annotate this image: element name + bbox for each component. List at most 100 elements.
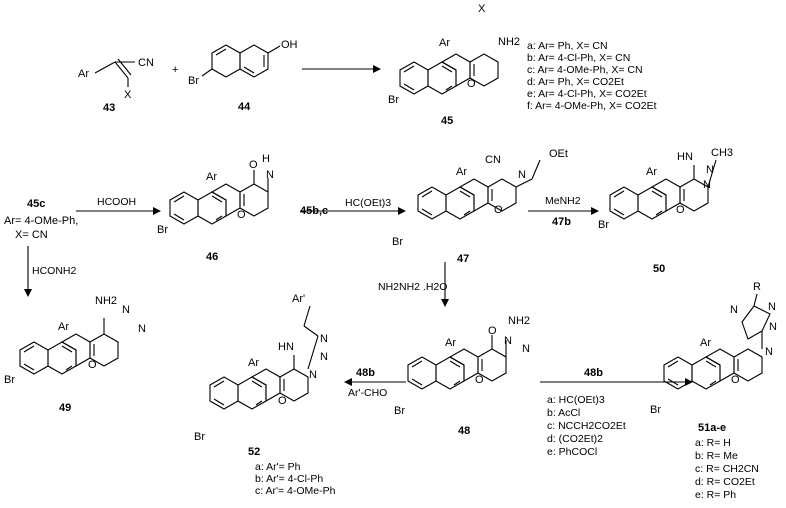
substituent-list-45: a: Ar= Ph, X= CN b: Ar= 4-Cl-Ph, X= CN c… [527,40,657,112]
reagent-list-51: a: HC(OEt)3 b: AcCl c: NCCH2CO2Et d: (CO… [547,394,626,458]
compound-49: NH2 N N Ar O Br 49 [4,295,146,414]
nh2-label: NH2 [508,315,530,327]
list-item: b: Ar'= 4-Cl-Ph [255,473,323,485]
n-label: N [706,164,714,176]
n-label-4: N [765,346,773,358]
n-label-3: N [769,321,777,333]
n-label-2: N [522,343,530,355]
reagent-label: HC(OEt)3 [345,197,391,209]
list-item: f: Ar= 4-OMe-Ph, X= CO2Et [527,100,657,112]
list-item: b: AcCl [547,407,580,419]
oet-label: OEt [549,148,568,160]
list-item: a: Ar'= Ph [255,461,301,473]
reagent-label: NH2NH2 .H2O [378,281,447,293]
ar-definition: Ar= 4-OMe-Ph, [4,215,78,227]
list-item: a: HC(OEt)3 [547,394,605,406]
o-label: O [488,325,497,337]
o-label: O [467,78,476,90]
compound-number: 49 [59,402,71,414]
list-item: e: PhCOCl [547,446,597,458]
ar-label: Ar [78,68,89,80]
br-label: Br [392,236,403,248]
reagent-substrate: 47b [552,216,571,228]
list-item: d: Ar= Ph, X= CO2Et [527,76,624,88]
substituent-list-52: a: Ar'= Ph b: Ar'= 4-Cl-Ph c: Ar'= 4-OMe… [255,461,336,497]
ar-label: Ar [58,321,69,333]
o-label: O [731,374,740,386]
n-label-3: N [309,369,317,381]
arp-label: Ar' [292,293,305,305]
br-label: Br [394,405,405,417]
x-definition: X= CN [15,229,48,241]
ch3-label: CH3 [711,147,733,159]
compound-number: 51a-e [698,422,726,434]
list-item: b: Ar= 4-Cl-Ph, X= CN [527,52,630,64]
list-item: a: R= H [695,437,731,449]
oh-label: OH [281,39,298,51]
compound-number: 43 [103,102,115,114]
list-item: c: Ar= 4-OMe-Ph, X= CN [527,64,643,76]
starting-material-45c: 45c Ar= 4-OMe-Ph, X= CN [4,198,78,241]
n-label: N [504,335,512,347]
n-label-2: N [703,179,711,191]
o-label: O [676,204,685,216]
list-item: e: Ar= 4-Cl-Ph, X= CO2Et [527,88,647,100]
br-label: Br [157,224,168,236]
reagent-substrate: 45b,c [300,205,328,217]
compound-46: O H N Ar O Br 46 [157,153,274,263]
nh2-label: NH2 [95,295,117,307]
n-label: N [730,304,738,316]
ar-label: Ar [445,337,456,349]
reagent-label: MeNH2 [545,195,581,207]
ar-label: Ar [646,166,657,178]
ar-label: Ar [248,357,259,369]
compound-number: 45 [441,115,453,127]
reagent-substrate: 48b [584,367,603,379]
compound-number: 50 [653,263,665,275]
reagent-label: HCONH2 [32,265,76,277]
compound-47: CN OEt N Ar O Br 47 [392,148,568,265]
list-item: c: Ar'= 4-OMe-Ph [255,485,336,497]
br-label: Br [598,219,609,231]
hn-label: HN [677,151,693,163]
o-label: O [249,159,258,171]
br-label: Br [188,75,199,87]
nh-label: H [262,153,270,165]
compound-number: 46 [206,251,218,263]
n-label: N [320,333,328,345]
compound-number: 48 [458,425,470,437]
x-label: X [124,89,132,101]
n-label-2: N [138,323,146,335]
compound-number: 44 [238,101,251,113]
cn-label: CN [138,57,154,69]
o-label-ring: O [237,209,246,221]
substituent-list-51: a: R= H b: R= Me c: R= CH2CN d: R= CO2Et… [695,437,759,501]
reagent-substrate: 48b [356,367,375,379]
ar-label: Ar [456,166,467,178]
ar-label: Ar [439,37,450,49]
compound-51: R N N N N Ar O Br 51a-e [650,281,777,434]
reagent-label: HCOOH [97,196,136,208]
list-item: e: R= Ph [695,489,736,501]
list-item: d: R= CO2Et [695,476,755,488]
compound-48: NH2 O N N Ar O Br 48 [394,315,530,437]
list-item: c: R= CH2CN [695,463,759,475]
list-item: c: NCCH2CO2Et [547,420,626,432]
ar-label: Ar [206,171,217,183]
r-label: R [753,281,761,293]
plus-sign: + [172,64,178,76]
n-label: N [122,304,130,316]
x-label: X [478,3,486,15]
n-label: N [518,169,526,181]
br-label: Br [194,431,205,443]
n-label-2: N [768,301,776,313]
list-item: d: (CO2Et)2 [547,433,603,445]
compound-number: 45c [27,198,45,210]
reagent-label: Ar'-CHO [348,387,387,399]
list-item: b: R= Me [695,450,738,462]
o-label: O [278,395,287,407]
o-label: O [494,204,503,216]
compound-44: OH Br 44 [188,39,298,113]
cn-label: CN [485,154,501,166]
